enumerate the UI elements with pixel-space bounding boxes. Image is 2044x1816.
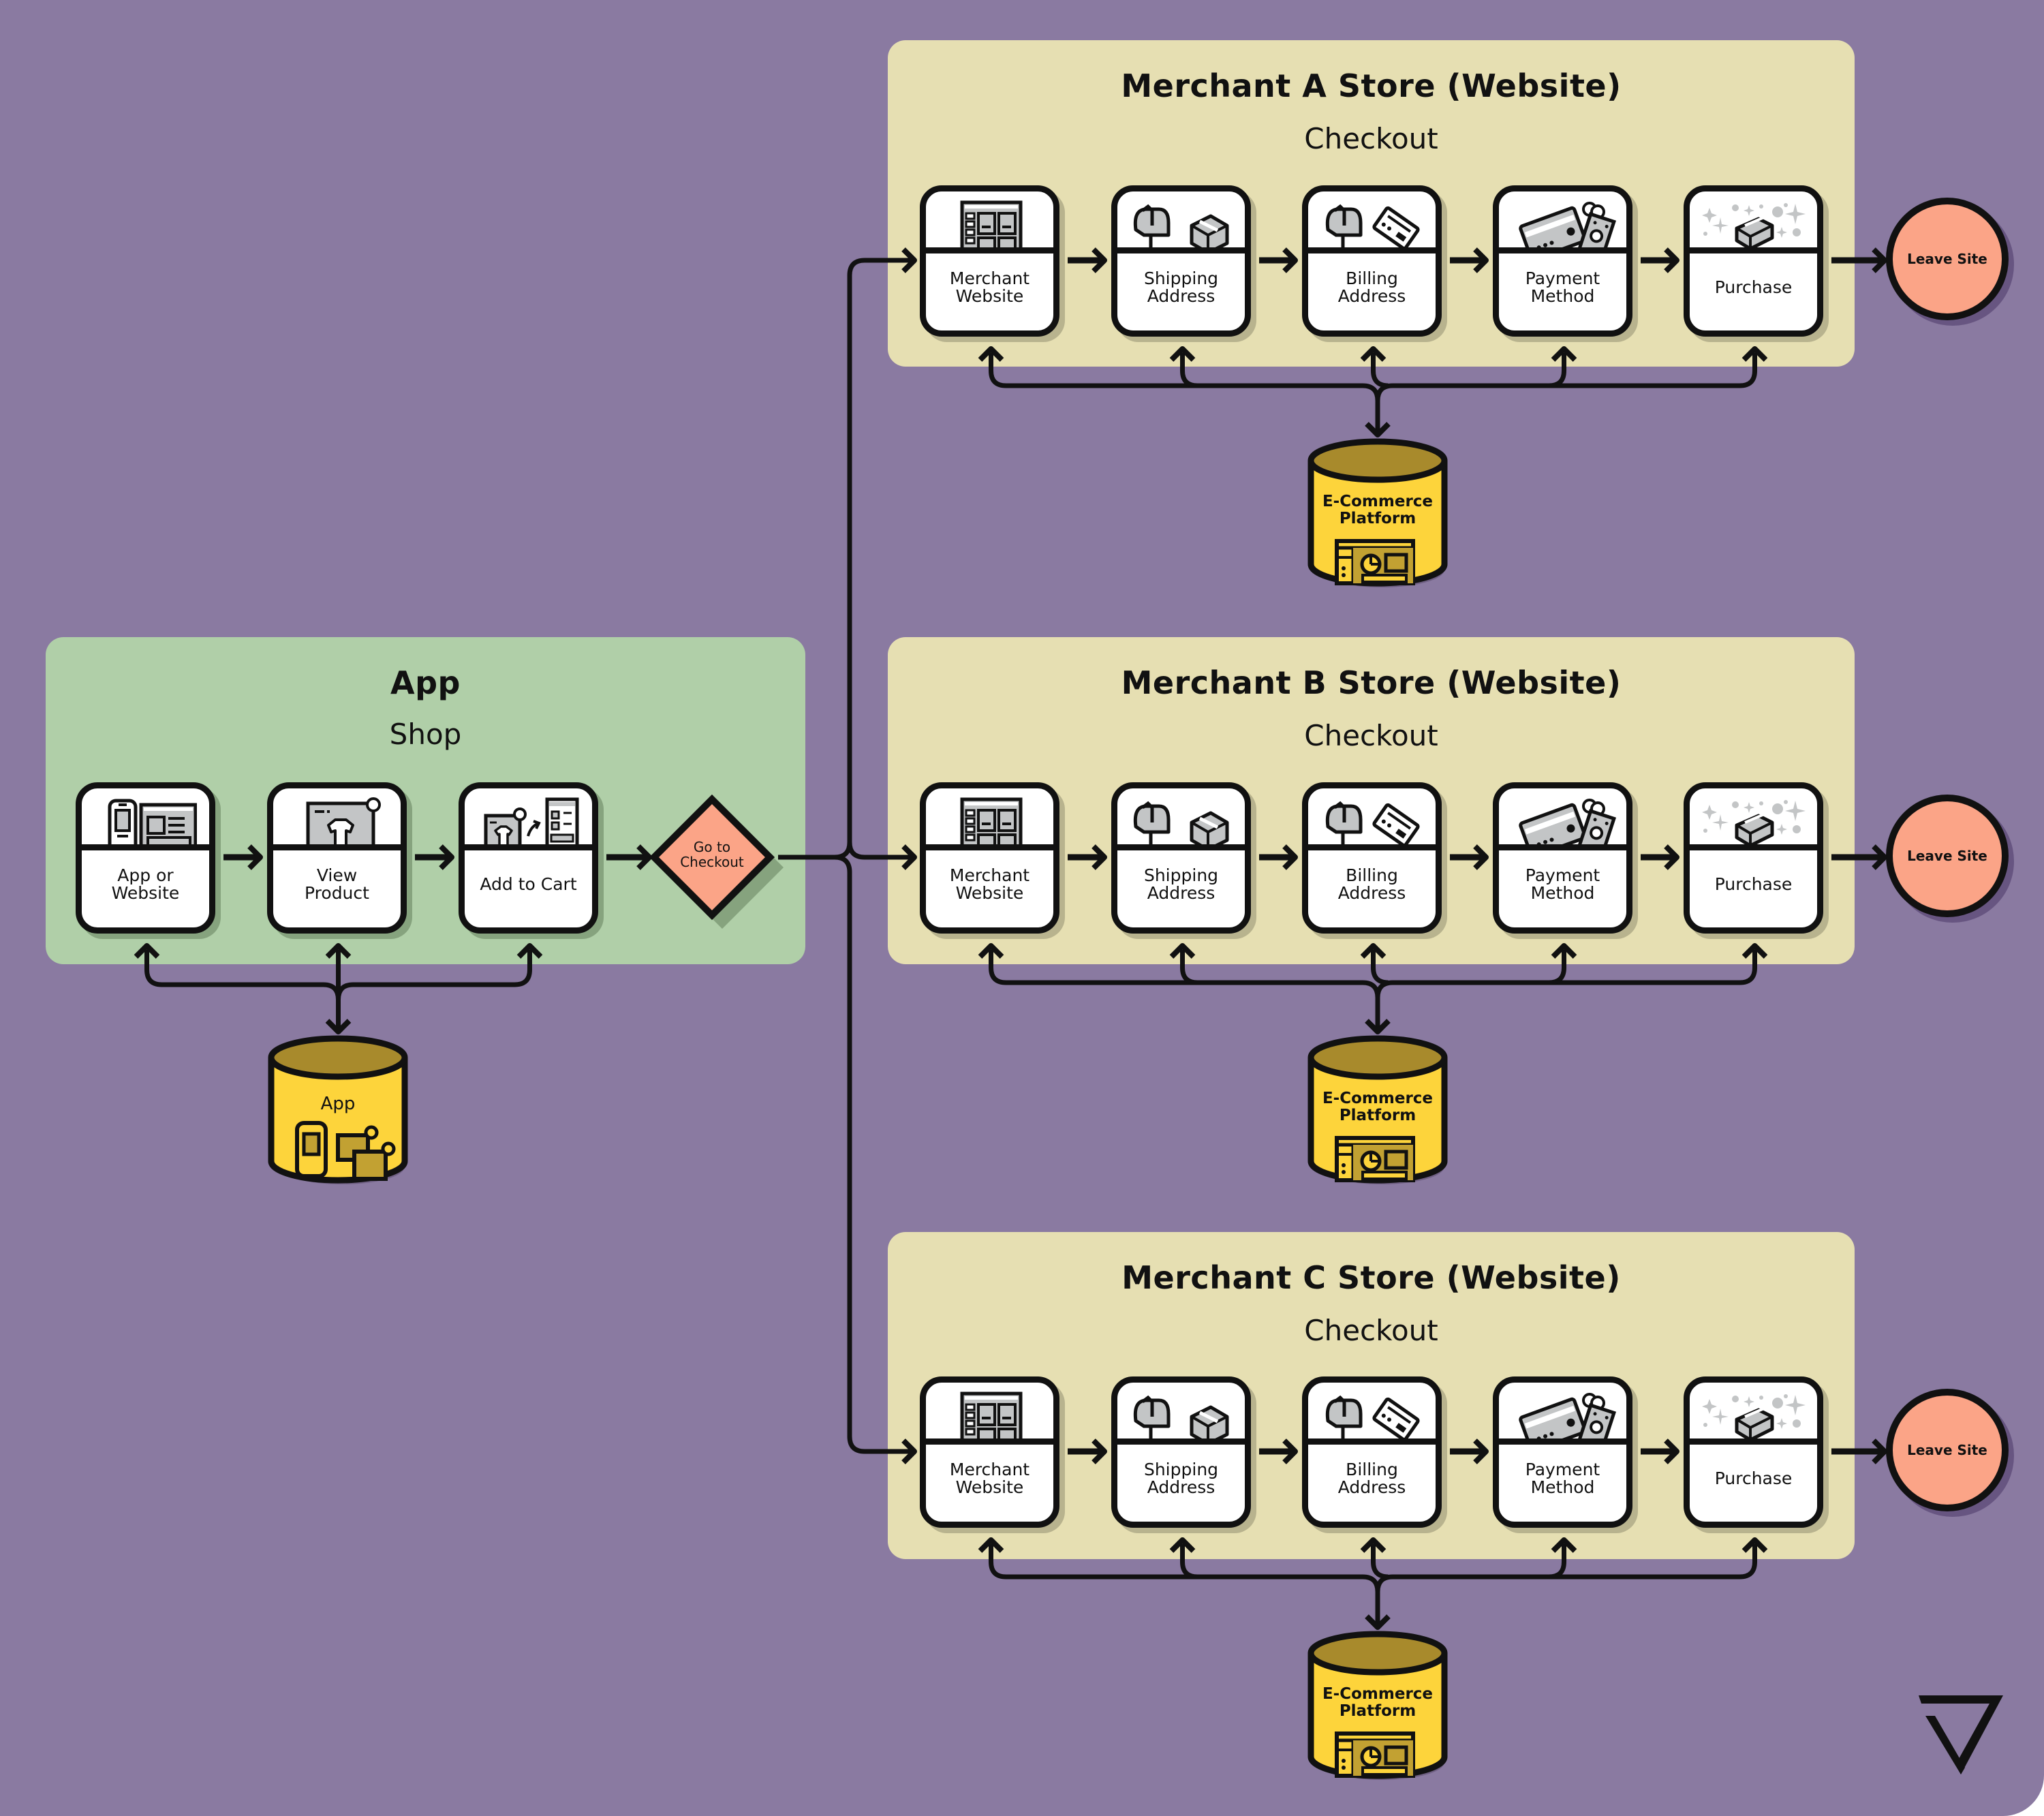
- triangle-logo-icon: [1919, 1695, 2003, 1774]
- step-label: Merchant Website: [949, 865, 1030, 903]
- step-label: Billing Address: [1337, 1459, 1406, 1497]
- step-add-to-cart[interactable]: Add to Cart: [459, 782, 598, 934]
- card-cash-icon: [1499, 1383, 1626, 1445]
- app-panel-title: App: [390, 664, 461, 701]
- website-grid-icon: [926, 1383, 1053, 1445]
- devices-icon: [295, 1121, 396, 1181]
- step-label: Billing Address: [1337, 268, 1406, 306]
- mailbox-card-icon: [1308, 191, 1436, 253]
- merchant-c-title: Merchant C Store (Website): [1121, 1259, 1621, 1296]
- step-app-or-website[interactable]: App or Website: [76, 782, 215, 934]
- step-billing-address-a[interactable]: Billing Address: [1302, 185, 1442, 337]
- step-label: Purchase: [1714, 1468, 1793, 1488]
- step-label: Payment Method: [1525, 1459, 1600, 1497]
- step-shipping-address-c[interactable]: Shipping Address: [1111, 1376, 1251, 1528]
- app-panel-subtitle: Shop: [389, 718, 462, 751]
- step-merchant-website-c[interactable]: Merchant Website: [920, 1376, 1059, 1528]
- database-label: App: [320, 1094, 356, 1114]
- card-cash-icon: [1499, 788, 1626, 850]
- step-label: View Product: [305, 865, 369, 903]
- database-label: E-Commerce Platform: [1322, 1090, 1434, 1124]
- merchant-b-subtitle: Checkout: [1304, 719, 1438, 752]
- step-label: Merchant Website: [949, 268, 1030, 306]
- step-label: Shipping Address: [1143, 1459, 1219, 1497]
- step-label: Shipping Address: [1143, 865, 1219, 903]
- step-shipping-address-a[interactable]: Shipping Address: [1111, 185, 1251, 337]
- sparkle-package-icon: [1690, 1383, 1817, 1445]
- flow-arrow-leave-b-head: [1872, 844, 1887, 870]
- step-label: Billing Address: [1337, 865, 1406, 903]
- mailbox-package-icon: [1117, 191, 1245, 253]
- db-connector-down-head-b: [1365, 1019, 1391, 1034]
- mailbox-card-icon: [1308, 788, 1436, 850]
- step-label: App or Website: [111, 865, 180, 903]
- step-billing-address-c[interactable]: Billing Address: [1302, 1376, 1442, 1528]
- step-purchase-c[interactable]: Purchase: [1684, 1376, 1823, 1528]
- leave-site-terminal-c[interactable]: Leave Site: [1886, 1389, 2009, 1511]
- dashboard-icon: [1335, 1136, 1415, 1182]
- ecommerce-platform-database-b[interactable]: E-Commerce Platform: [1305, 1034, 1450, 1186]
- step-merchant-website-b[interactable]: Merchant Website: [920, 782, 1059, 934]
- merchant-b-title: Merchant B Store (Website): [1121, 664, 1622, 701]
- flow-arrow-leave-c-head: [1872, 1438, 1887, 1464]
- step-payment-method-a[interactable]: Payment Method: [1493, 185, 1632, 337]
- app-database[interactable]: App: [266, 1034, 410, 1186]
- db-connector-down-head-app: [325, 1019, 352, 1034]
- website-grid-icon: [926, 191, 1053, 253]
- add-to-cart-icon: [465, 788, 592, 850]
- merchant-a-subtitle: Checkout: [1304, 122, 1438, 155]
- database-label: E-Commerce Platform: [1322, 1685, 1434, 1720]
- dashboard-icon: [1335, 1732, 1415, 1778]
- db-connector-down-head-c: [1365, 1614, 1391, 1630]
- card-cash-icon: [1499, 191, 1626, 253]
- website-grid-icon: [926, 788, 1053, 850]
- go-to-checkout-decision[interactable]: Go to Checkout: [649, 794, 784, 929]
- dashboard-icon: [1335, 539, 1415, 585]
- step-view-product[interactable]: View Product: [267, 782, 407, 934]
- step-label: Shipping Address: [1143, 268, 1219, 306]
- product-shirt-icon: [273, 788, 401, 850]
- step-purchase-b[interactable]: Purchase: [1684, 782, 1823, 934]
- merchant-c-subtitle: Checkout: [1304, 1314, 1438, 1347]
- decision-label: Go to Checkout: [680, 839, 744, 870]
- mailbox-package-icon: [1117, 788, 1245, 850]
- step-payment-method-b[interactable]: Payment Method: [1493, 782, 1632, 934]
- step-shipping-address-b[interactable]: Shipping Address: [1111, 782, 1251, 934]
- step-label: Payment Method: [1525, 268, 1600, 306]
- step-payment-method-c[interactable]: Payment Method: [1493, 1376, 1632, 1528]
- step-label: Purchase: [1714, 874, 1793, 894]
- mailbox-card-icon: [1308, 1383, 1436, 1445]
- ecommerce-platform-database-a[interactable]: E-Commerce Platform: [1305, 437, 1450, 589]
- step-billing-address-b[interactable]: Billing Address: [1302, 782, 1442, 934]
- merchant-a-title: Merchant A Store (Website): [1121, 67, 1622, 104]
- sparkle-package-icon: [1690, 191, 1817, 253]
- leave-site-terminal-a[interactable]: Leave Site: [1886, 198, 2009, 320]
- sparkle-package-icon: [1690, 788, 1817, 850]
- phone-and-browser-icon: [82, 788, 209, 850]
- step-label: Merchant Website: [949, 1459, 1030, 1497]
- flow-arrow-leave-a-head: [1872, 247, 1887, 273]
- ecommerce-platform-database-c[interactable]: E-Commerce Platform: [1305, 1630, 1450, 1781]
- leave-site-terminal-b[interactable]: Leave Site: [1886, 795, 2009, 917]
- step-merchant-website-a[interactable]: Merchant Website: [920, 185, 1059, 337]
- step-label: Payment Method: [1525, 865, 1600, 903]
- mailbox-package-icon: [1117, 1383, 1245, 1445]
- database-label: E-Commerce Platform: [1322, 493, 1434, 527]
- step-purchase-a[interactable]: Purchase: [1684, 185, 1823, 337]
- step-label: Add to Cart: [480, 874, 577, 894]
- db-connector-down-head-a: [1365, 422, 1391, 437]
- step-label: Purchase: [1714, 277, 1793, 297]
